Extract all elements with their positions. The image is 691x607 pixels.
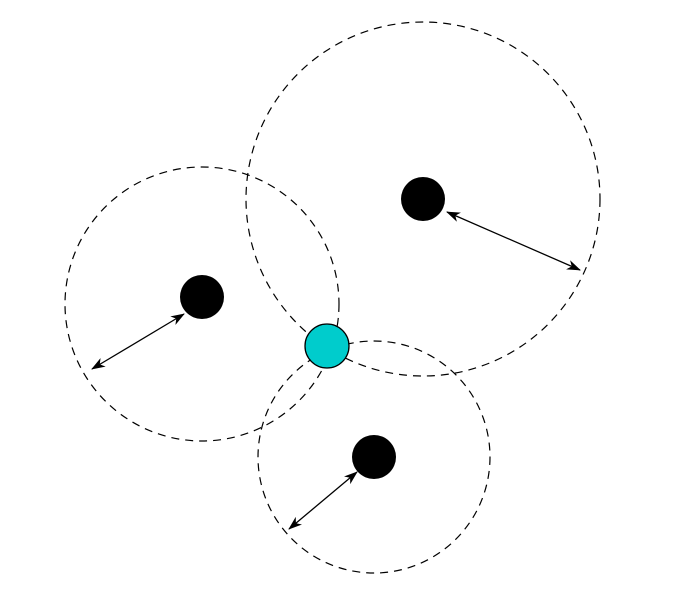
anchor-node-left bbox=[180, 275, 224, 319]
range-circle-left bbox=[64, 166, 340, 442]
target-node bbox=[304, 323, 350, 369]
range-arrow-top-right bbox=[446, 211, 581, 271]
range-circle-top-right bbox=[245, 21, 601, 377]
anchor-node-top-right bbox=[401, 177, 445, 221]
range-circle-bottom bbox=[257, 340, 491, 574]
range-arrow-left bbox=[91, 313, 185, 370]
range-arrow-bottom bbox=[288, 471, 358, 530]
anchor-node-bottom bbox=[352, 435, 396, 479]
